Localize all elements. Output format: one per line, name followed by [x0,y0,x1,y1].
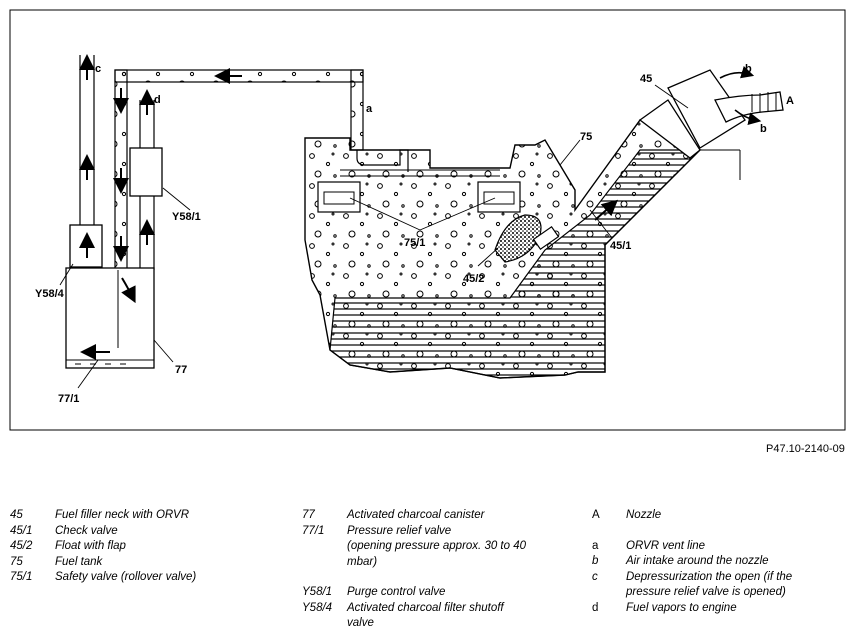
callout-45: 45 [640,73,652,85]
callout-d: d [154,94,161,106]
callout-a: a [366,103,373,115]
callout-45-1: 45/1 [610,240,631,252]
callout-b-top: b [745,63,752,75]
callout-y58-1: Y58/1 [172,211,201,223]
diagram-frame [9,9,846,431]
callout-45-2: 45/2 [463,273,484,285]
callout-y58-4: Y58/4 [35,288,65,300]
callout-77-1: 77/1 [58,393,79,405]
callout-77: 77 [175,364,187,376]
callout-c: c [95,63,101,75]
figure-reference: P47.10-2140-09 [766,443,845,455]
leader-lines [59,84,689,389]
fuel-tank [304,66,784,379]
fuel-evap-system-diagram: c d a b b A 45 75 75/1 45/2 45/1 Y58/1 Y… [9,9,846,455]
callout-A: A [786,95,794,107]
callout-75: 75 [580,131,592,143]
callout-75-1: 75/1 [404,237,425,249]
canister-assembly [65,54,409,369]
callout-b-bottom: b [760,123,767,135]
